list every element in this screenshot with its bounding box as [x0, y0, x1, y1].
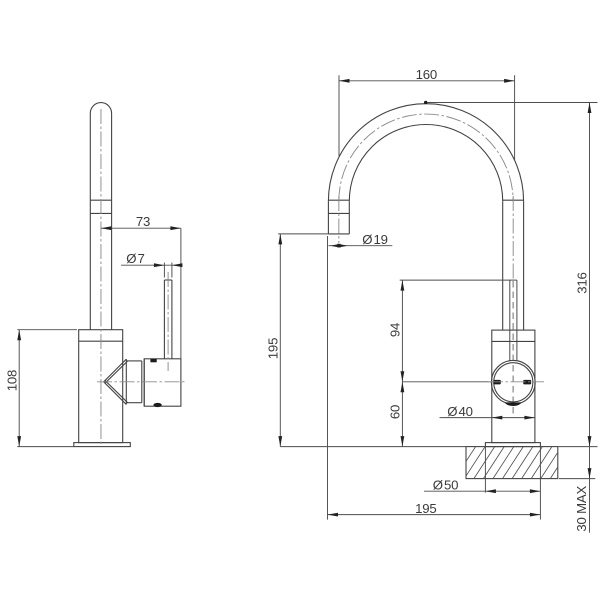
svg-text:195: 195 [415, 501, 436, 516]
svg-text:94: 94 [387, 323, 402, 337]
svg-text:316: 316 [575, 272, 590, 293]
svg-text:30 MAX: 30 MAX [574, 486, 589, 532]
svg-text:Ø50: Ø50 [433, 477, 459, 492]
svg-text:73: 73 [136, 214, 150, 229]
svg-text:Ø40: Ø40 [447, 404, 473, 419]
svg-text:108: 108 [4, 370, 19, 391]
svg-text:160: 160 [416, 67, 437, 82]
svg-text:60: 60 [387, 405, 402, 419]
svg-text:195: 195 [266, 338, 281, 359]
svg-text:Ø7: Ø7 [126, 251, 144, 266]
svg-text:Ø19: Ø19 [362, 232, 388, 247]
